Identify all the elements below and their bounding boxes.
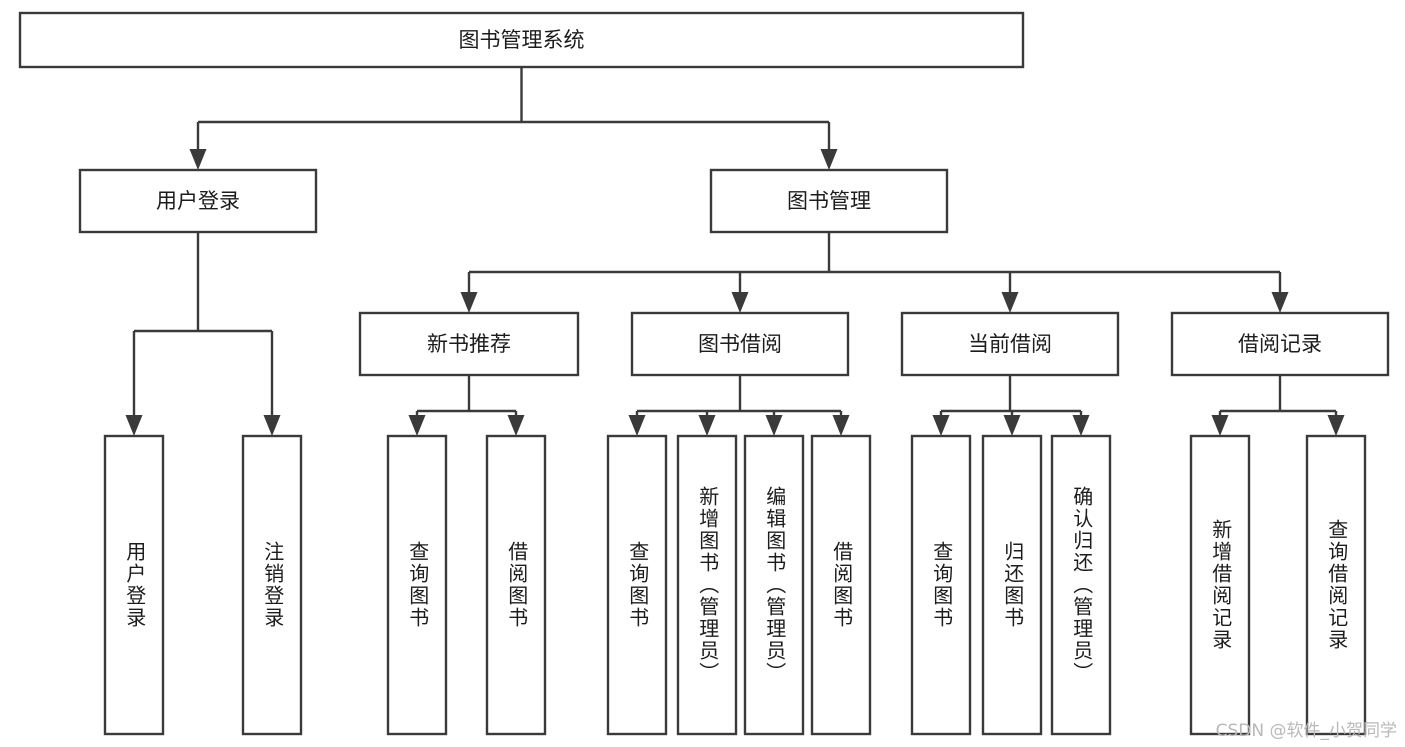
arrow-head-icon — [263, 415, 281, 436]
node-box-leaf-return-book[interactable] — [981, 434, 1043, 736]
node-label-root: 图书管理系统 — [459, 28, 585, 52]
node-label-borrow-record: 借阅记录 — [1238, 332, 1322, 356]
node-box-book-borrow[interactable] — [630, 311, 850, 377]
arrow-head-icon — [460, 292, 478, 313]
node-box-leaf-confirm-return[interactable] — [1050, 434, 1112, 736]
arrow-head-icon — [189, 149, 207, 170]
arrow-head-icon — [1072, 415, 1090, 436]
node-box-leaf-user-login[interactable] — [103, 434, 165, 736]
connector-layer — [125, 67, 1345, 436]
arrow-head-icon — [932, 415, 950, 436]
node-box-book-management[interactable] — [709, 168, 949, 234]
node-box-leaf-borrow-book-1[interactable] — [485, 434, 547, 736]
node-label-book-management: 图书管理 — [787, 189, 871, 213]
arrow-head-icon — [1211, 415, 1229, 436]
node-box-leaf-edit-book[interactable] — [743, 434, 805, 736]
csdn-watermark: CSDN @软件_小贺同学 — [1215, 721, 1397, 741]
arrow-head-icon — [628, 415, 646, 436]
arrow-head-icon — [1003, 415, 1021, 436]
node-box-leaf-logout[interactable] — [241, 434, 303, 736]
node-box-root[interactable] — [18, 11, 1025, 69]
arrow-head-icon — [731, 292, 749, 313]
arrow-head-icon — [1327, 415, 1345, 436]
node-box-user-login[interactable] — [78, 168, 318, 234]
arrow-head-icon — [1271, 292, 1289, 313]
node-box-leaf-query-book-2[interactable] — [606, 434, 668, 736]
arrow-head-icon — [507, 415, 525, 436]
node-box-leaf-query-book-3[interactable] — [910, 434, 972, 736]
node-box-leaf-query-record[interactable] — [1305, 434, 1367, 736]
node-label-new-book-recommend: 新书推荐 — [427, 332, 511, 356]
node-box-borrow-record[interactable] — [1170, 311, 1390, 377]
node-box-leaf-query-book-1[interactable] — [386, 434, 448, 736]
node-box-leaf-add-book[interactable] — [676, 434, 738, 736]
arrow-head-icon — [832, 415, 850, 436]
node-box-layer — [18, 11, 1390, 736]
arrow-head-icon — [698, 415, 716, 436]
node-label-user-login: 用户登录 — [156, 189, 240, 213]
node-label-current-borrow: 当前借阅 — [968, 332, 1052, 356]
node-box-current-borrow[interactable] — [900, 311, 1120, 377]
arrow-head-icon — [408, 415, 426, 436]
node-box-new-book-recommend[interactable] — [358, 311, 580, 377]
node-label-book-borrow: 图书借阅 — [698, 332, 782, 356]
arrow-head-icon — [125, 415, 143, 436]
node-box-leaf-add-record[interactable] — [1189, 434, 1251, 736]
node-box-leaf-borrow-book-2[interactable] — [810, 434, 872, 736]
arrow-head-icon — [765, 415, 783, 436]
arrow-head-icon — [1001, 292, 1019, 313]
arrow-head-icon — [820, 149, 838, 170]
